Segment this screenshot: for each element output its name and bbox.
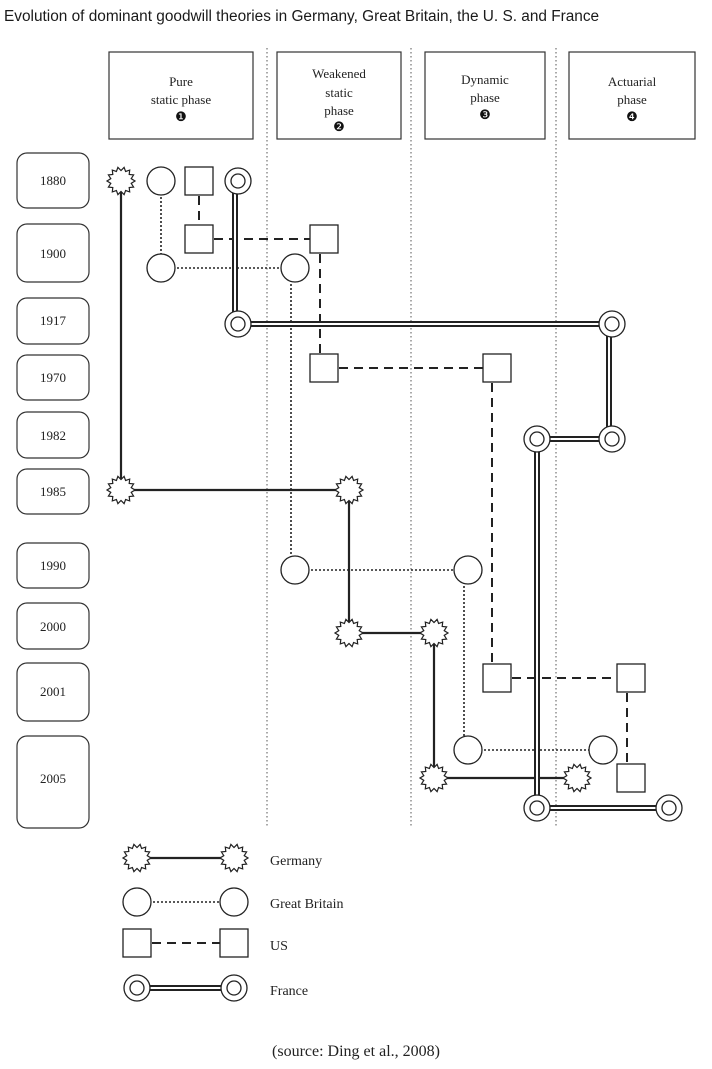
phase-4-line-1: Actuarial	[608, 74, 657, 89]
legend-item-germany: Germany	[121, 843, 322, 873]
year-label: 1917	[40, 313, 67, 328]
phase-2-number: ❷	[333, 119, 345, 134]
phase-3-line-1: Dynamic	[461, 72, 509, 87]
france-markers	[224, 167, 683, 822]
great-britain-circle-icon	[280, 253, 310, 283]
us-square-icon	[184, 224, 214, 254]
phase-1-line-2: static phase	[151, 92, 212, 107]
germany-starburst-icon	[418, 763, 450, 793]
year-box: 1900	[16, 223, 90, 283]
year-box: 2005	[16, 735, 90, 829]
germany-starburst-icon	[333, 618, 365, 648]
great-britain-circle-icon	[453, 735, 483, 765]
france-double-circle-icon	[523, 425, 551, 453]
phase-4-line-2: phase	[617, 92, 647, 107]
phase-header-1: Pure static phase ❶	[108, 51, 254, 140]
phase-header-2: Weakened static phase ❷	[276, 51, 402, 140]
legend-label-great-britain: Great Britain	[270, 897, 343, 912]
legend: Germany Great Britain US France	[121, 843, 343, 1002]
year-label: 1985	[40, 484, 66, 499]
great-britain-circle-icon	[146, 166, 176, 196]
germany-starburst-icon	[333, 475, 365, 505]
us-square-icon	[309, 353, 339, 383]
legend-square-icon	[122, 928, 152, 958]
legend-item-great-britain: Great Britain	[122, 887, 343, 917]
phase-header-4: Actuarial phase ❹	[568, 51, 696, 140]
phase-3-number: ❸	[479, 107, 491, 122]
legend-square-icon	[219, 928, 249, 958]
great-britain-circle-icon	[588, 735, 618, 765]
us-square-icon	[184, 166, 214, 196]
france-connectors	[232, 181, 669, 811]
france-double-circle-icon	[224, 310, 252, 338]
us-square-icon	[482, 353, 512, 383]
legend-label-france: France	[270, 984, 308, 999]
france-double-circle-icon	[224, 167, 252, 195]
us-connectors	[198, 181, 631, 778]
legend-circle-icon	[122, 887, 152, 917]
phase-2-line-2: static	[325, 85, 353, 100]
figure-title: Evolution of dominant goodwill theories …	[4, 8, 600, 25]
great-britain-circle-icon	[280, 555, 310, 585]
source-caption: (source: Ding et al., 2008)	[272, 1043, 440, 1060]
phase-2-line-3: phase	[324, 103, 354, 118]
germany-markers	[105, 166, 593, 793]
phase-header-3: Dynamic phase ❸	[424, 51, 546, 140]
legend-label-us: US	[270, 939, 288, 954]
legend-double-circle-icon	[220, 974, 248, 1002]
legend-label-germany: Germany	[270, 854, 322, 869]
legend-circle-icon	[219, 887, 249, 917]
year-label: 1982	[40, 428, 66, 443]
legend-double-circle-icon	[123, 974, 151, 1002]
great-britain-markers	[146, 166, 618, 765]
year-box: 1990	[16, 542, 90, 589]
france-double-circle-icon	[655, 794, 683, 822]
great-britain-circle-icon	[146, 253, 176, 283]
phase-4-number: ❹	[626, 109, 638, 124]
germany-starburst-icon	[561, 763, 593, 793]
year-label: 1900	[40, 246, 66, 261]
year-box: 1970	[16, 354, 90, 401]
france-double-circle-icon	[598, 310, 626, 338]
legend-starburst-icon	[218, 843, 250, 873]
legend-item-us: US	[122, 928, 288, 958]
germany-starburst-icon	[105, 166, 137, 196]
phase-separators	[266, 48, 557, 828]
phase-2-line-1: Weakened	[312, 66, 366, 81]
france-double-circle-icon	[523, 794, 551, 822]
year-box: 1982	[16, 411, 90, 459]
year-boxes: 1880 1900 1917 1970 1982 1985 1990 2000	[16, 152, 90, 829]
us-square-icon	[616, 663, 646, 693]
phase-1-number: ❶	[175, 109, 187, 124]
germany-starburst-icon	[418, 618, 450, 648]
year-box: 1880	[16, 152, 90, 209]
france-double-circle-icon	[598, 425, 626, 453]
legend-starburst-icon	[121, 843, 153, 873]
us-markers	[184, 166, 646, 793]
year-label: 1880	[40, 173, 66, 188]
year-box: 1917	[16, 297, 90, 345]
germany-starburst-icon	[105, 475, 137, 505]
year-label: 2001	[40, 684, 66, 699]
year-label: 2005	[40, 771, 66, 786]
year-box: 2001	[16, 662, 90, 722]
year-box: 2000	[16, 602, 90, 650]
year-label: 1970	[40, 370, 66, 385]
us-square-icon	[616, 763, 646, 793]
great-britain-connectors	[160, 181, 603, 751]
us-square-icon	[482, 663, 512, 693]
phase-1-line-1: Pure	[169, 74, 193, 89]
year-box: 1985	[16, 468, 90, 515]
great-britain-circle-icon	[453, 555, 483, 585]
us-square-icon	[309, 224, 339, 254]
year-label: 1990	[40, 558, 66, 573]
legend-item-france: France	[123, 974, 308, 1002]
year-label: 2000	[40, 619, 66, 634]
phase-3-line-2: phase	[470, 90, 500, 105]
